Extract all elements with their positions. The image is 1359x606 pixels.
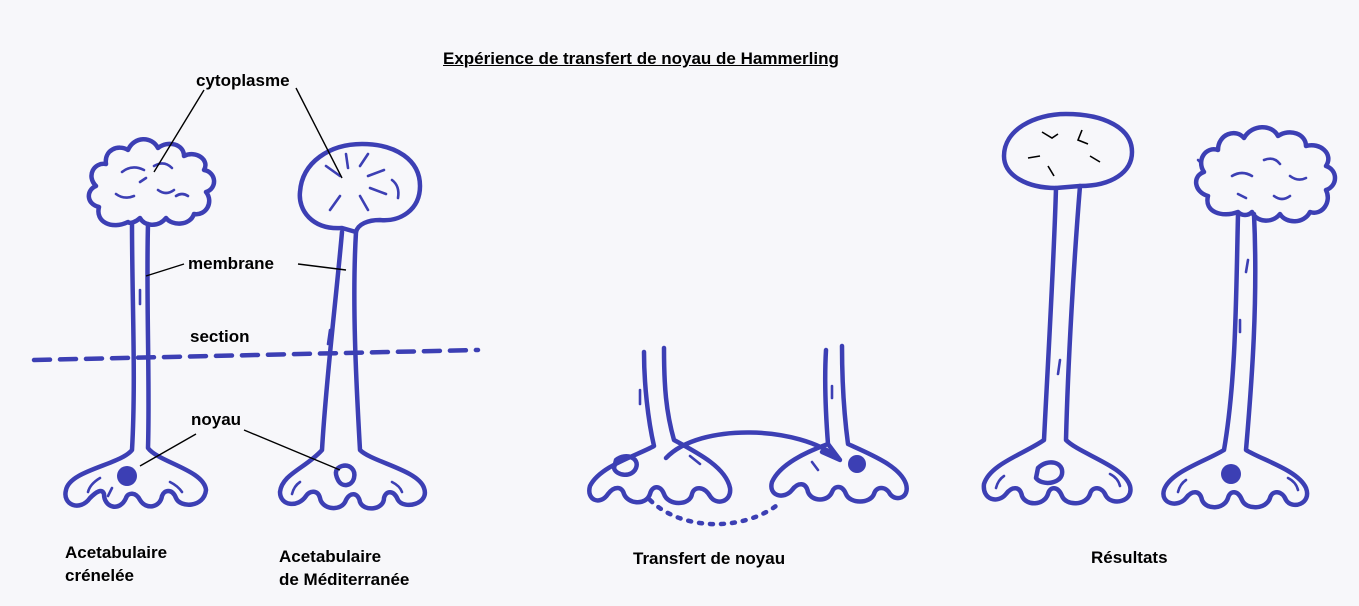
section-cut-line xyxy=(34,350,478,360)
transfer-arrow xyxy=(666,432,838,458)
noyau-nucleus xyxy=(117,466,137,486)
result-cell-right xyxy=(1163,127,1335,507)
leader-membrane-left xyxy=(146,264,184,276)
caption-mediterranee: Acetabulaire de Méditerranée xyxy=(279,545,409,591)
leader-cytoplasme-left xyxy=(154,90,204,172)
label-noyau: noyau xyxy=(191,410,241,430)
annotation-leaders xyxy=(140,88,346,470)
caption-resultats: Résultats xyxy=(1091,548,1168,568)
caption-mediterranee-line2: de Méditerranée xyxy=(279,568,409,591)
label-membrane: membrane xyxy=(188,254,274,274)
leader-noyau-right xyxy=(244,430,340,470)
leader-cytoplasme-right xyxy=(296,88,342,178)
diagram-title: Expérience de transfert de noyau de Hamm… xyxy=(443,49,839,69)
label-cytoplasme: cytoplasme xyxy=(196,71,290,91)
transferred-nucleus xyxy=(848,455,866,473)
smooth-cap xyxy=(1004,114,1132,188)
transfer-illustration xyxy=(589,346,906,524)
cut-base-right xyxy=(771,346,906,502)
caption-crenelee-line1: Acetabulaire xyxy=(65,541,167,564)
caption-transfert: Transfert de noyau xyxy=(633,549,785,569)
crenelated-cap xyxy=(89,139,214,225)
dotted-transfer-path xyxy=(650,500,776,524)
cut-base-left xyxy=(589,348,730,503)
stalk-outline xyxy=(984,186,1131,503)
caption-crenelee: Acetabulaire crénelée xyxy=(65,541,167,587)
caption-mediterranee-line1: Acetabulaire xyxy=(279,545,409,568)
cell-acetabulaire-crenelee xyxy=(65,139,214,506)
crenelated-cap xyxy=(1196,127,1335,221)
stalk-outline xyxy=(65,224,206,507)
nucleus xyxy=(1221,464,1241,484)
label-section: section xyxy=(190,327,250,347)
stalk-outline xyxy=(1163,214,1307,507)
caption-crenelee-line2: crénelée xyxy=(65,564,167,587)
smooth-cap xyxy=(300,144,420,232)
noyau-nucleus xyxy=(336,466,354,485)
empty-nucleus xyxy=(1036,462,1062,483)
result-cell-left xyxy=(984,114,1132,503)
